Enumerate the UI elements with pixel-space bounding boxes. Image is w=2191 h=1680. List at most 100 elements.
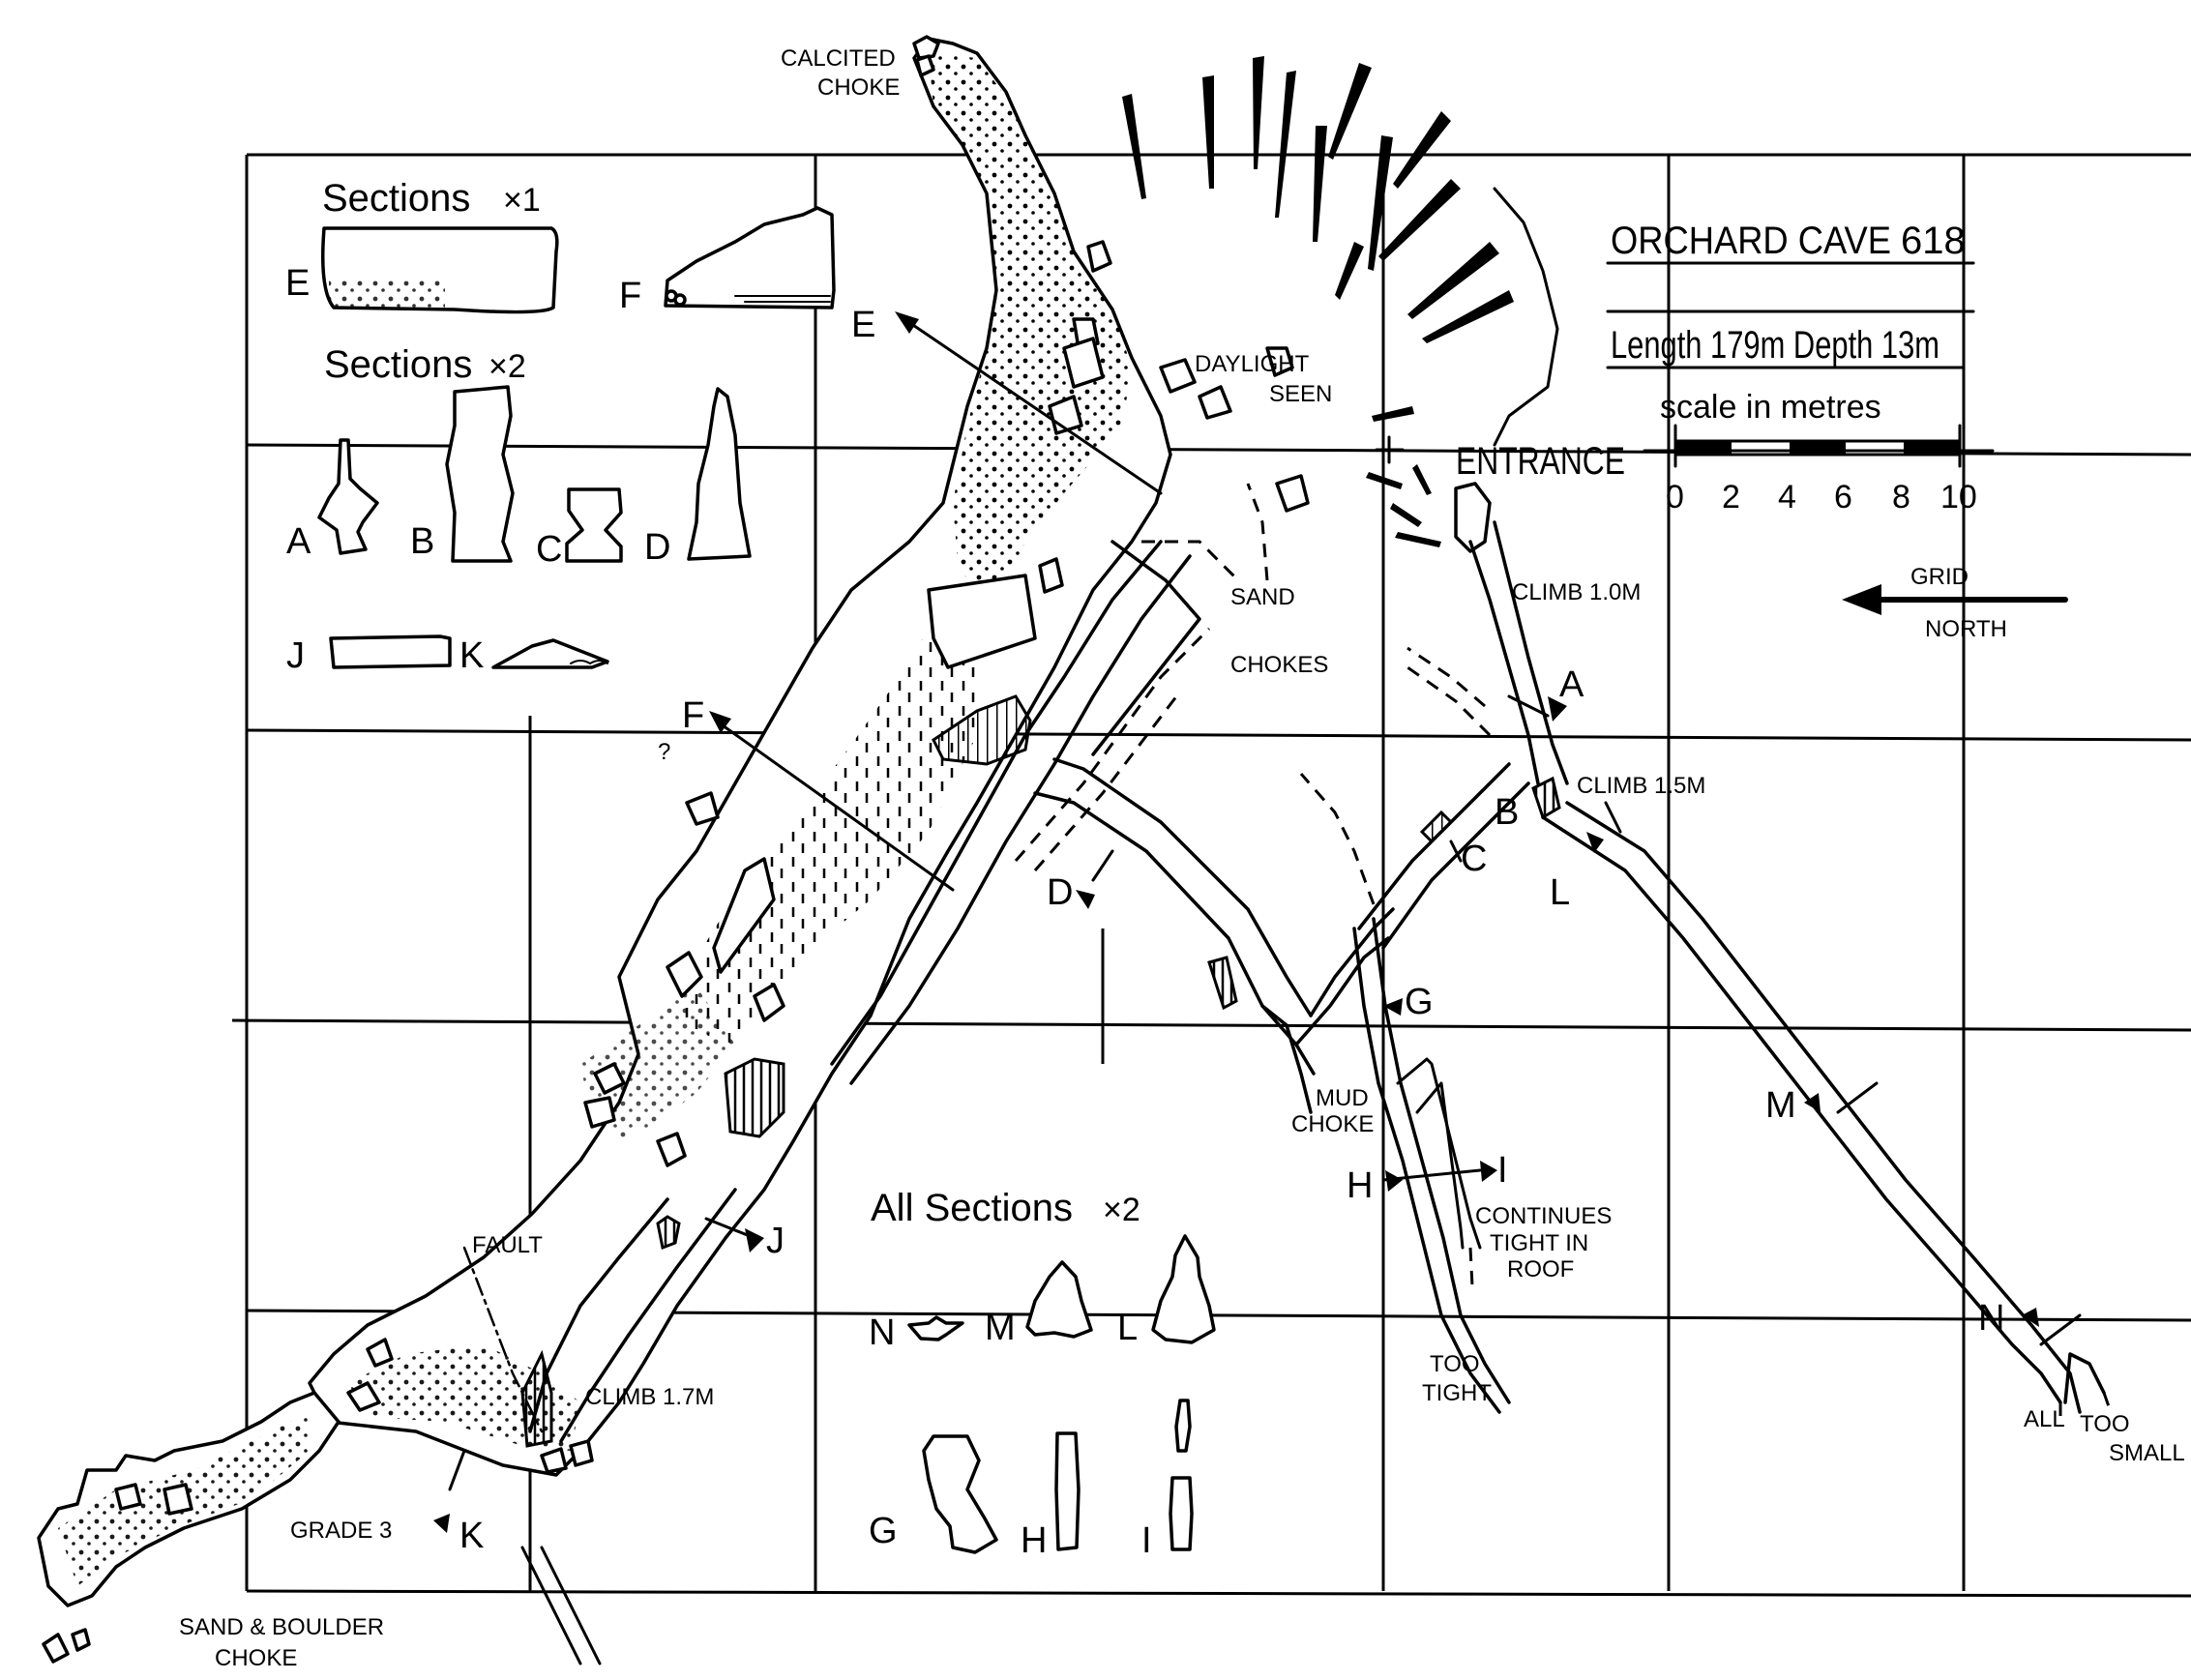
sections-x2-factor: ×2 (489, 348, 526, 385)
section-marks: E F A B C D G H I J K L M N (459, 305, 2004, 1556)
sections-x1-title: Sections (322, 177, 470, 220)
section-letter-e-x1: E (285, 263, 310, 304)
label-entrance: ENTRANCE (1456, 440, 1625, 483)
north-arrow-icon (1842, 584, 1881, 615)
section-letter-l: L (1117, 1308, 1138, 1348)
section-letter-b: B (410, 521, 434, 562)
section-mark-m: M (1765, 1085, 1796, 1126)
label-climb-1-0: CLIMB 1.0M (1512, 579, 1641, 605)
label-continues: CONTINUES (1475, 1203, 1612, 1229)
section-letter-h: H (1021, 1520, 1047, 1561)
label-mud-choke: CHOKE (1291, 1111, 1374, 1137)
sections-x1-panel: Sections ×1 E F (285, 177, 836, 316)
section-l-profile (1151, 1234, 1216, 1344)
boulder (912, 35, 940, 60)
section-i-profile-upper (1174, 1399, 1192, 1453)
scale-tick-2: 2 (1722, 479, 1740, 516)
section-g-profile (922, 1434, 998, 1554)
label-all-too: TOO (2080, 1411, 2130, 1437)
label-tight: TIGHT (1422, 1380, 1492, 1406)
section-d-profile (687, 387, 752, 561)
section-mark-k: K (459, 1516, 484, 1556)
section-letter-m: M (985, 1308, 1016, 1348)
label-sand-chokes: CHOKES (1230, 652, 1328, 678)
map-grid (231, 153, 2191, 1598)
section-mark-j: J (766, 1221, 785, 1261)
section-mark-f: F (682, 695, 704, 736)
label-small: SMALL (2109, 1440, 2185, 1466)
label-too: TOO (1430, 1351, 1480, 1377)
all-sections-factor: ×2 (1103, 1192, 1140, 1228)
label-climb-1-5: CLIMB 1.5M (1577, 773, 1705, 799)
daylight-rays (1122, 56, 1514, 547)
section-b-profile (445, 385, 515, 563)
section-letter-g: G (869, 1511, 898, 1551)
sections-x2-panel: Sections ×2 A B C D J K (286, 343, 752, 676)
label-daylight-seen: SEEN (1269, 381, 1332, 407)
label-question-mark: ? (658, 739, 670, 765)
section-i-profile-lower (1169, 1476, 1194, 1551)
cave-title: ORCHARD CAVE (1611, 220, 1891, 262)
cave-passages (37, 35, 2113, 1665)
label-climb-1-7: CLIMB 1.7M (585, 1384, 714, 1410)
cave-stats: Length 179m Depth 13m (1611, 324, 1939, 367)
section-j-profile (329, 634, 452, 669)
section-letter-f-x1: F (619, 276, 641, 316)
section-n-profile (907, 1315, 964, 1341)
label-calcited-choke: CHOKE (817, 74, 900, 101)
scale-tick-4: 4 (1778, 479, 1796, 516)
section-mark-a: A (1559, 664, 1584, 705)
scale-tick-6: 6 (1834, 479, 1852, 516)
label-fault: FAULT (472, 1232, 543, 1258)
scale-label: scale in metres (1660, 389, 1881, 426)
label-all: ALL (2024, 1406, 2065, 1432)
section-letter-n: N (869, 1312, 895, 1353)
section-mark-h: H (1347, 1165, 1373, 1206)
label-calcited: CALCITED (781, 45, 896, 72)
sections-x2-title: Sections (324, 343, 472, 386)
section-letter-a: A (286, 521, 311, 562)
label-mud: MUD (1316, 1085, 1369, 1111)
section-f-profile (664, 206, 836, 309)
section-letter-j: J (286, 635, 305, 676)
section-mark-l: L (1550, 872, 1570, 913)
grid-north-indicator: GRID NORTH (1842, 520, 2068, 679)
cave-number: 618 (1901, 220, 1966, 262)
section-mark-d: D (1047, 872, 1073, 913)
label-tight-in: TIGHT IN (1490, 1230, 1588, 1256)
label-sand-boulder: SAND & BOULDER (179, 1614, 384, 1640)
scale-tick-10: 10 (1940, 479, 1977, 516)
label-grade-3: GRADE 3 (290, 1518, 392, 1544)
section-m-profile (1025, 1260, 1093, 1339)
entrance-boulder (1454, 482, 1492, 553)
north-label-2: NORTH (1925, 616, 2007, 642)
all-sections-title: All Sections (871, 1187, 1073, 1229)
map-labels: CALCITED CHOKE DAYLIGHT SEEN ENTRANCE CL… (179, 45, 2185, 1671)
section-mark-i: I (1497, 1150, 1508, 1191)
climb-hatch (932, 694, 1032, 766)
section-h-profile (1054, 1431, 1081, 1551)
title-block: ORCHARD CAVE 618 Length 179m Depth 13m s… (1606, 220, 1975, 426)
section-a-profile (317, 438, 379, 555)
section-mark-n: N (1978, 1298, 2004, 1339)
scale-tick-0: 0 (1666, 479, 1684, 516)
label-roof: ROOF (1507, 1256, 1574, 1282)
section-letter-i: I (1141, 1520, 1152, 1561)
all-sections-panel: All Sections ×2 N M L G H I (869, 1187, 1216, 1561)
section-mark-b: B (1495, 792, 1519, 833)
section-letter-k: K (459, 635, 484, 676)
label-sand-boulder-choke: CHOKE (215, 1645, 297, 1671)
section-c-profile (565, 487, 623, 563)
sections-x1-factor: ×1 (503, 182, 541, 219)
north-label-1: GRID (1910, 564, 1969, 590)
scale-tick-8: 8 (1892, 479, 1910, 516)
section-mark-c: C (1461, 839, 1487, 879)
label-sand: SAND (1230, 584, 1295, 610)
section-mark-g: G (1405, 982, 1434, 1022)
section-letter-c: C (536, 529, 562, 570)
section-mark-e: E (851, 305, 875, 345)
section-letter-d: D (644, 527, 670, 568)
scale-bar: 0 2 4 6 8 10 (1643, 424, 1995, 516)
label-daylight: DAYLIGHT (1195, 351, 1310, 377)
